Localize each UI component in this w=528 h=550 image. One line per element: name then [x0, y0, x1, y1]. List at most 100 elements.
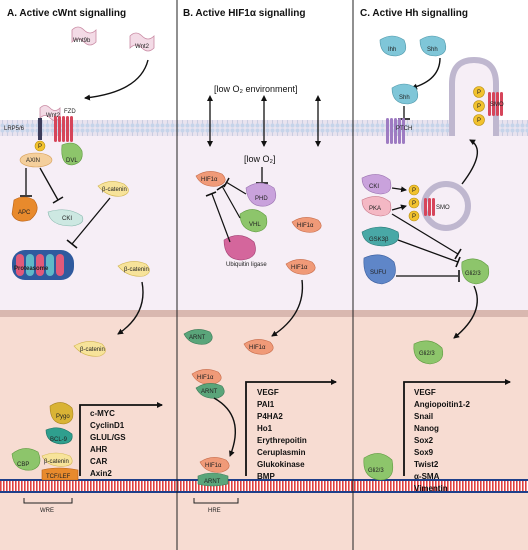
smo-vesicle-receptor: [424, 198, 435, 216]
hif-dimer-dna-arrow: [213, 397, 237, 457]
arnt-3: [197, 472, 229, 487]
vhl-protein: [239, 209, 268, 233]
proteasome-label: Proteasome: [14, 266, 49, 272]
fzd-receptor: [54, 116, 73, 142]
axin-label: AXIN: [26, 158, 40, 164]
hif1a-1-label: HIF1α: [201, 177, 218, 183]
arnt-3-label: ARNT: [204, 479, 221, 485]
phd-label: PHD: [255, 196, 268, 202]
proteasome: Proteasome: [12, 250, 74, 280]
hif-gene-6: Ceruplasmin: [257, 448, 306, 457]
pka-protein: [361, 196, 392, 217]
wre-bracket: [23, 498, 73, 504]
vesicle-p2-label: P: [412, 201, 416, 207]
gli-1-label: Gli2/3: [465, 271, 481, 277]
hif1a-2-label: HIF1α: [297, 223, 314, 229]
tcf-lef-protein: [41, 467, 79, 481]
phd-hif-inhibit: [225, 181, 247, 195]
hif-translocate-arrow: [271, 279, 304, 337]
wnt-transcription-arrow: [79, 402, 163, 476]
gli-1: [461, 258, 490, 285]
hif1a-1: [195, 171, 226, 187]
dvl-protein: [61, 142, 83, 166]
cki-hh-label: CKI: [369, 184, 379, 190]
ubiquitin-ligase: [223, 235, 256, 261]
wnt9b-protein: [71, 26, 97, 46]
arnt-1: [183, 329, 213, 345]
cki-label: CKI: [62, 216, 72, 222]
tcf-lef-label: TCF/LEF: [46, 474, 71, 480]
pygo-protein: [49, 402, 74, 425]
smo-cilium: [488, 92, 503, 116]
beta-catenin-nuc: [41, 452, 73, 467]
pka-label: PKA: [369, 206, 381, 212]
wre-label: WRE: [40, 508, 54, 514]
ptch-receptor: [386, 118, 405, 144]
hif1a-3-label: HIF1α: [291, 265, 308, 271]
beta-catenin-1-label: β-catenin: [124, 267, 149, 273]
arnt-1-label: ARNT: [189, 335, 206, 341]
ihh-label: Ihh: [388, 47, 396, 53]
gli-3: [363, 453, 394, 481]
axin-protein: [19, 152, 53, 168]
gsk3b-gli-inhibit: [397, 239, 459, 263]
vesicle-p1-label: P: [412, 188, 416, 194]
hh-gene-7: Twist2: [414, 460, 439, 469]
arnt-2: [195, 383, 225, 399]
wnt2-label: Wnt2: [135, 44, 150, 50]
hh-gene-8: α-SMA: [414, 472, 440, 481]
vesicle-phosphates: P P P: [408, 184, 420, 222]
hh-gene-2: Angiopoitin1-2: [414, 400, 471, 409]
hre-label: HRE: [208, 508, 221, 514]
sufu-label: SUFU: [370, 270, 386, 276]
vhl-label: VHL: [249, 222, 261, 228]
cbp-protein: [11, 448, 41, 471]
wnt-gene-5: CAR: [90, 457, 108, 466]
smo-trafficking-arrow: [461, 139, 479, 185]
hh-gene-4: Nanog: [414, 424, 439, 433]
gli-2-label: Gli2/3: [419, 351, 435, 357]
hif-gene-8: BMP: [257, 472, 275, 481]
ubiquitin-ligase-label: Ubiquitin ligase: [226, 262, 267, 268]
shh-to-ptch-arrow: [411, 57, 441, 90]
hif1a-4-label: HIF1α: [249, 345, 266, 351]
smo-1-label: SMO: [490, 102, 504, 108]
lrp-receptor: [38, 118, 42, 140]
hif-gene-5: Erythrepoitin: [257, 436, 307, 445]
vhl-hif-inhibit: [221, 185, 241, 219]
shh-protein-1: [419, 35, 447, 57]
lrp-label: LRP5/6: [4, 126, 25, 132]
ptch-label: PTCH: [396, 126, 412, 132]
smo-p1-label: P: [477, 90, 481, 96]
hif1a-2: [291, 217, 322, 233]
shh-protein-2: [391, 83, 419, 105]
hif-gene-4: Ho1: [257, 424, 273, 433]
hif1a-5: [191, 369, 222, 385]
hh-gene-6: Sox9: [414, 448, 434, 457]
smo-2-label: SMO: [436, 205, 450, 211]
gsk3b-protein: [361, 226, 399, 247]
hh-gene-9: Vimentin: [414, 484, 448, 493]
beta-catenin-2-label: β-catenin: [80, 347, 105, 353]
wnt-gene-1: c-MYC: [90, 409, 115, 418]
cbp-label: CBP: [17, 462, 29, 468]
phd-protein: [245, 182, 277, 207]
phosphate-circle: [34, 140, 46, 152]
smo-p2-label: P: [477, 104, 481, 110]
vesicle-p3-label: P: [412, 214, 416, 220]
ubiquitin-hif-inhibit: [211, 193, 231, 243]
beta-catenin-nuc-label: β-catenin: [44, 459, 69, 465]
dvl-label: DVL: [66, 158, 78, 164]
hif1a-3: [285, 259, 316, 275]
wnt2-bound-label: Wnt2: [46, 113, 61, 119]
hif-transcription-arrow: [245, 379, 337, 476]
wnt-gene-6: Axin2: [90, 469, 112, 478]
axin-cki-inhibit: [39, 167, 59, 201]
low-o2-environment-label: [low O₂ environment]: [214, 84, 298, 94]
ihh-protein: [379, 35, 407, 57]
pygo-label: Pygo: [56, 414, 70, 420]
beta-catenin-cyto: [97, 181, 129, 197]
panel-c: Ihh Shh Shh PTCH SMO: [361, 35, 511, 493]
